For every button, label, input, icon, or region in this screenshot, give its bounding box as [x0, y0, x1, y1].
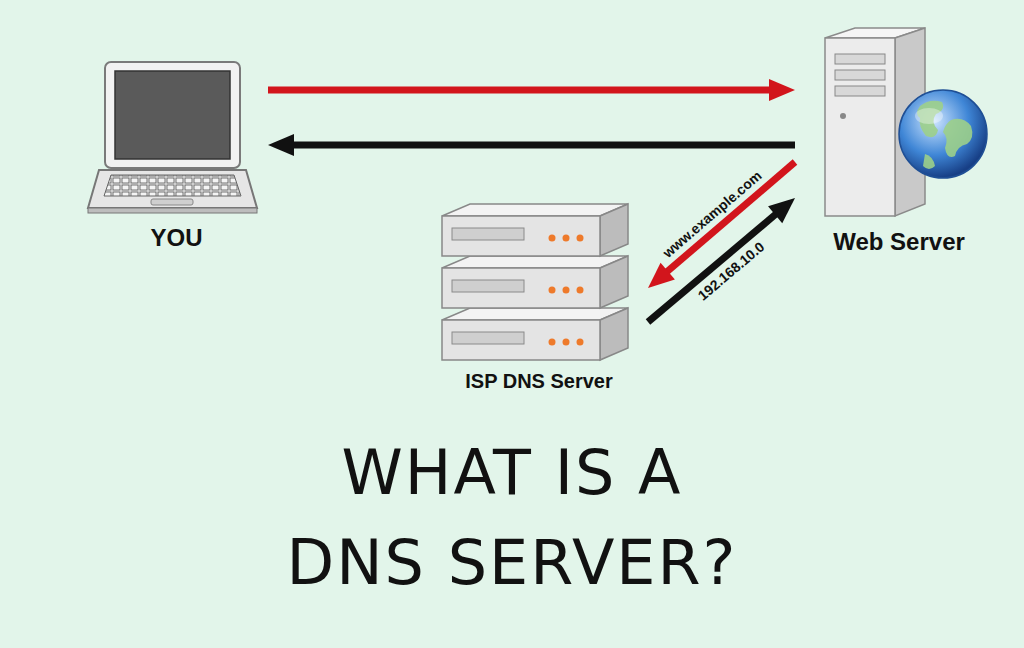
dns-server-icon: [430, 196, 640, 364]
node-label: YOU: [85, 224, 268, 252]
web-server-icon: [795, 24, 995, 224]
arrow-head: [268, 134, 294, 156]
connector-arrow: [290, 142, 795, 149]
node-label: ISP DNS Server: [430, 370, 648, 393]
title-wrap: WHAT IS A DNS SERVER?: [0, 428, 1024, 608]
server-node: Web Server: [795, 24, 1003, 256]
arrow-head: [769, 79, 795, 101]
title: WHAT IS A DNS SERVER?: [267, 428, 757, 608]
arrow-head: [768, 198, 795, 223]
node-label: Web Server: [795, 228, 1003, 256]
server-node: ISP DNS Server: [430, 196, 648, 393]
server-node: YOU: [85, 58, 268, 252]
connector-arrow: [665, 162, 795, 274]
arrow-head: [648, 263, 675, 288]
laptop-icon: [85, 58, 260, 218]
connector-arrow: [268, 87, 773, 94]
